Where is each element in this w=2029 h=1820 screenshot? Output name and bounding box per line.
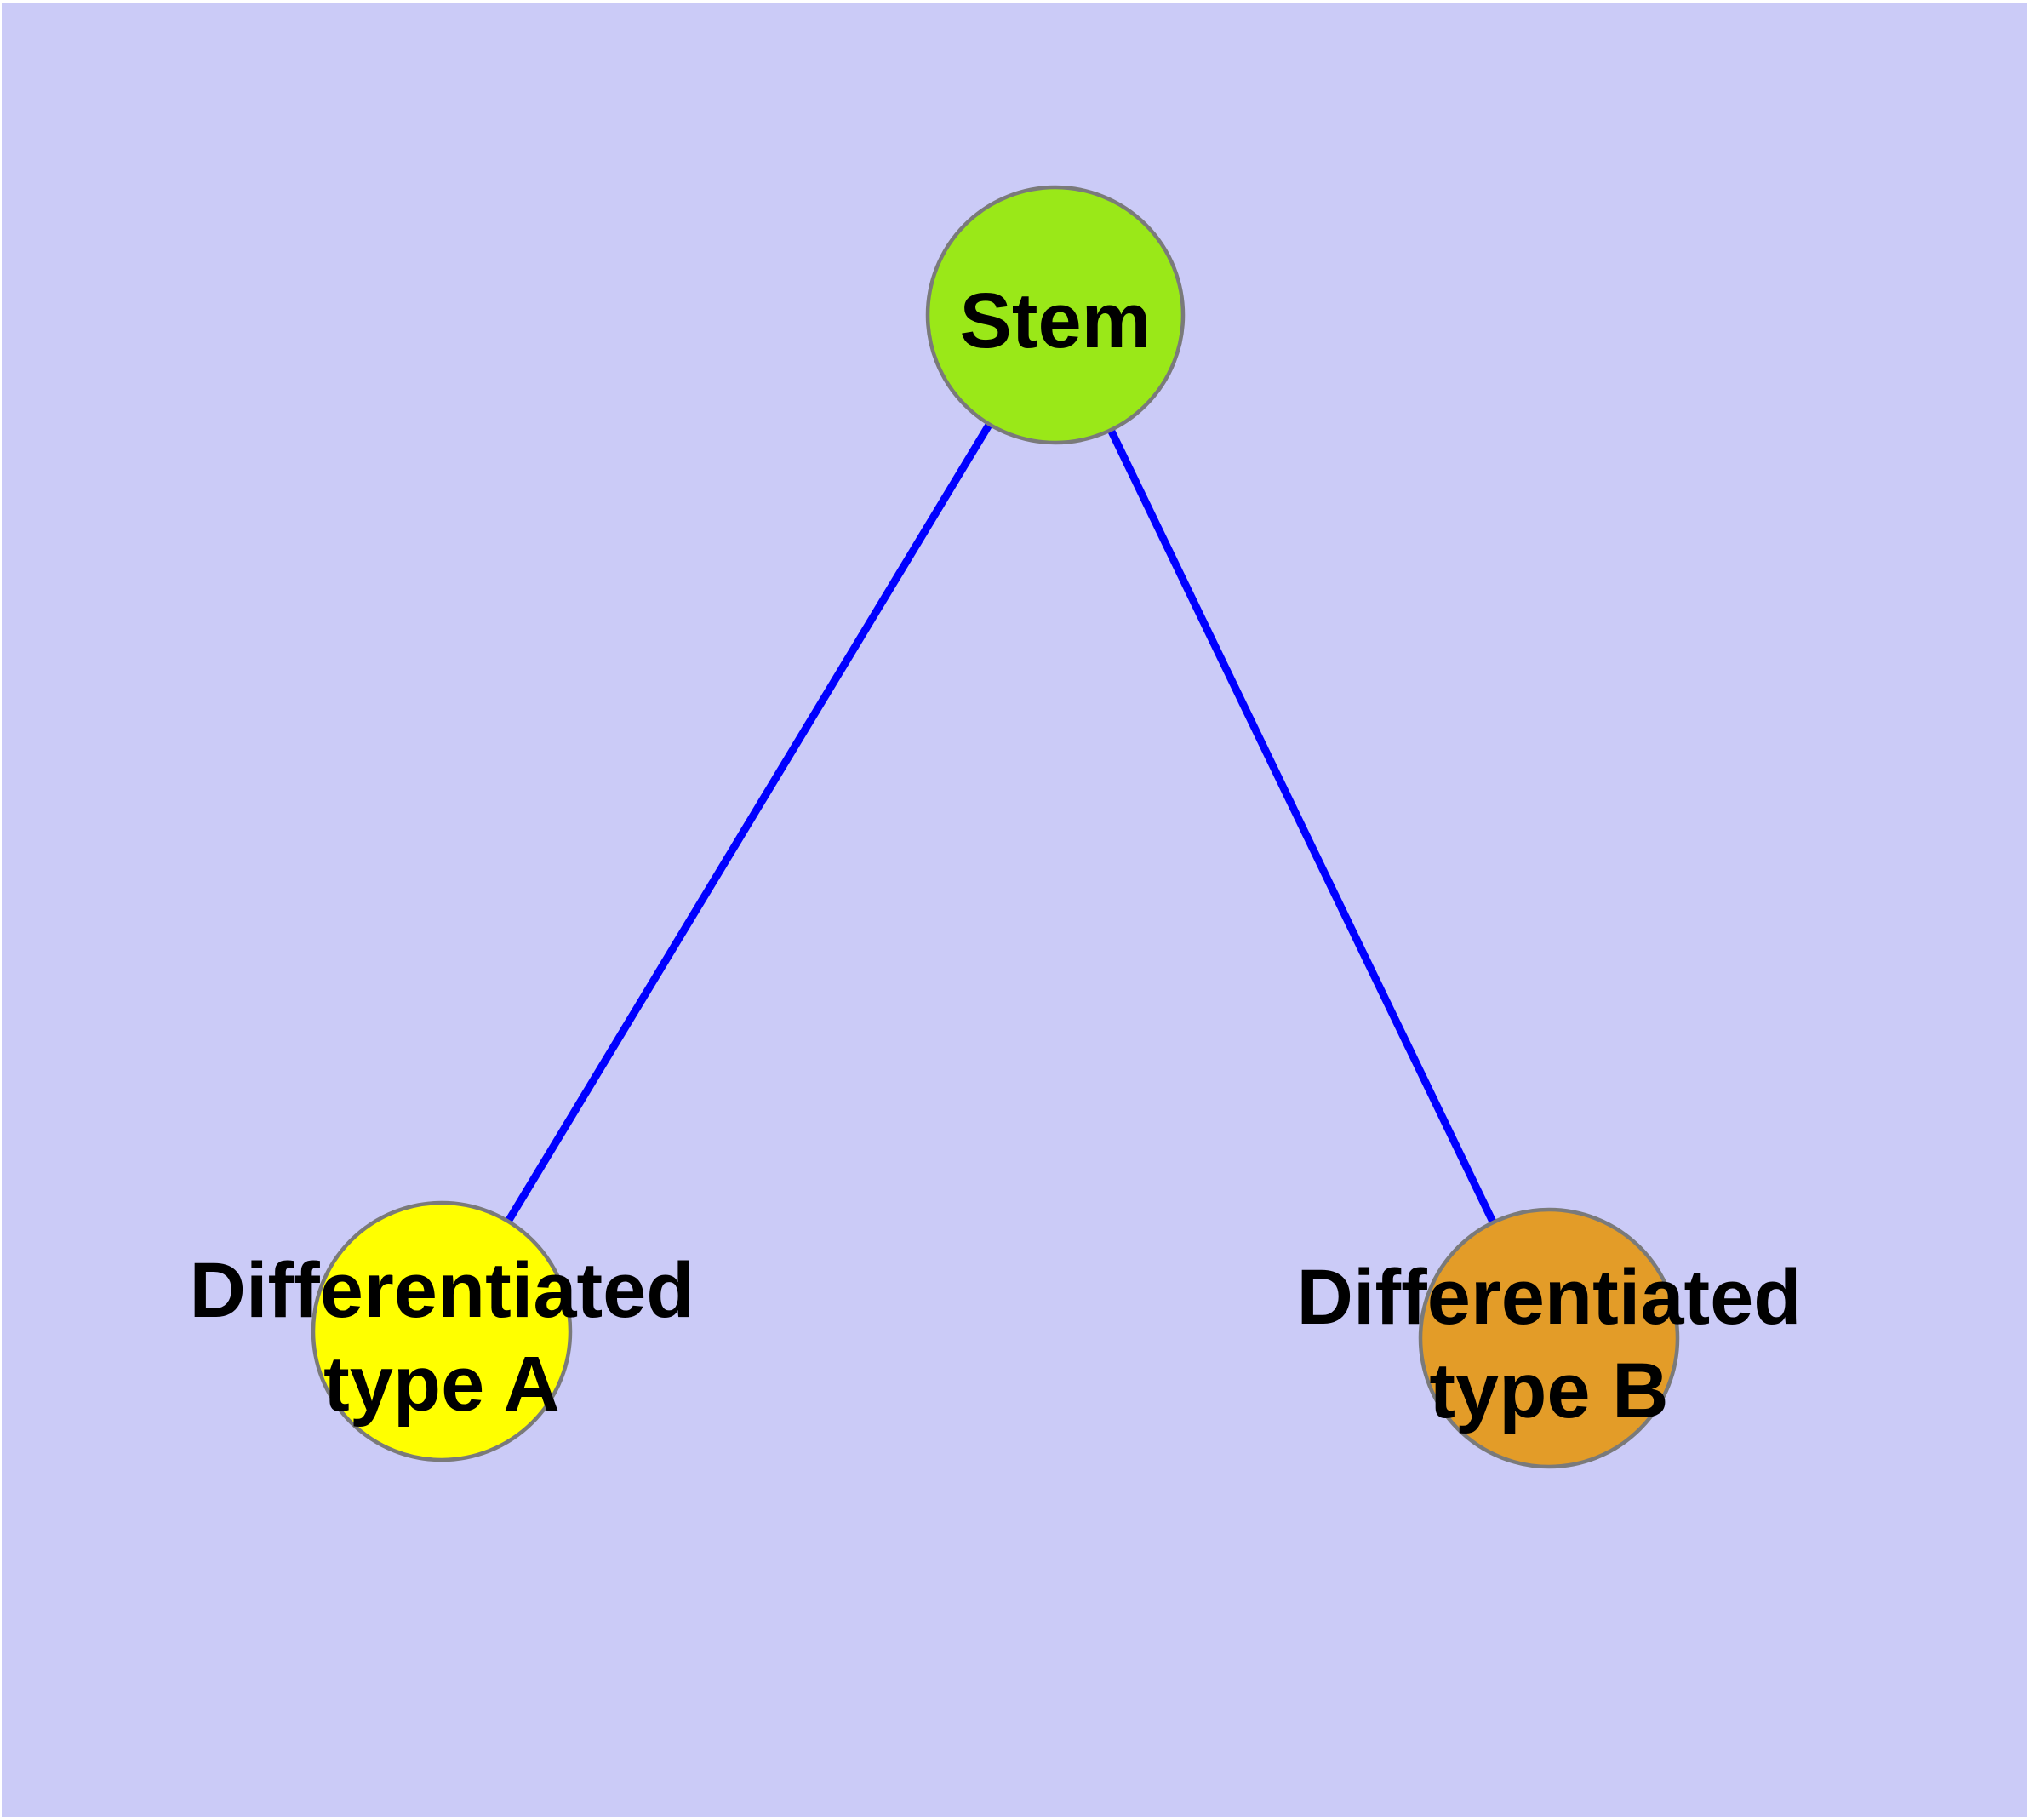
node-type-b-label-line1: Differentiated (1297, 1254, 1802, 1341)
node-differentiated-type-b (1418, 1207, 1680, 1469)
node-type-a-label-line2: type A (323, 1341, 560, 1428)
node-stem (925, 185, 1186, 445)
edge-stem-to-type-a (438, 312, 1059, 1334)
edge-stem-to-type-b (1051, 313, 1553, 1340)
node-type-a-label-line1: Differentiated (190, 1247, 694, 1334)
node-differentiated-type-a (311, 1200, 573, 1462)
node-stem-label: Stem (960, 278, 1152, 364)
node-type-b-label-line2: type B (1429, 1348, 1668, 1434)
